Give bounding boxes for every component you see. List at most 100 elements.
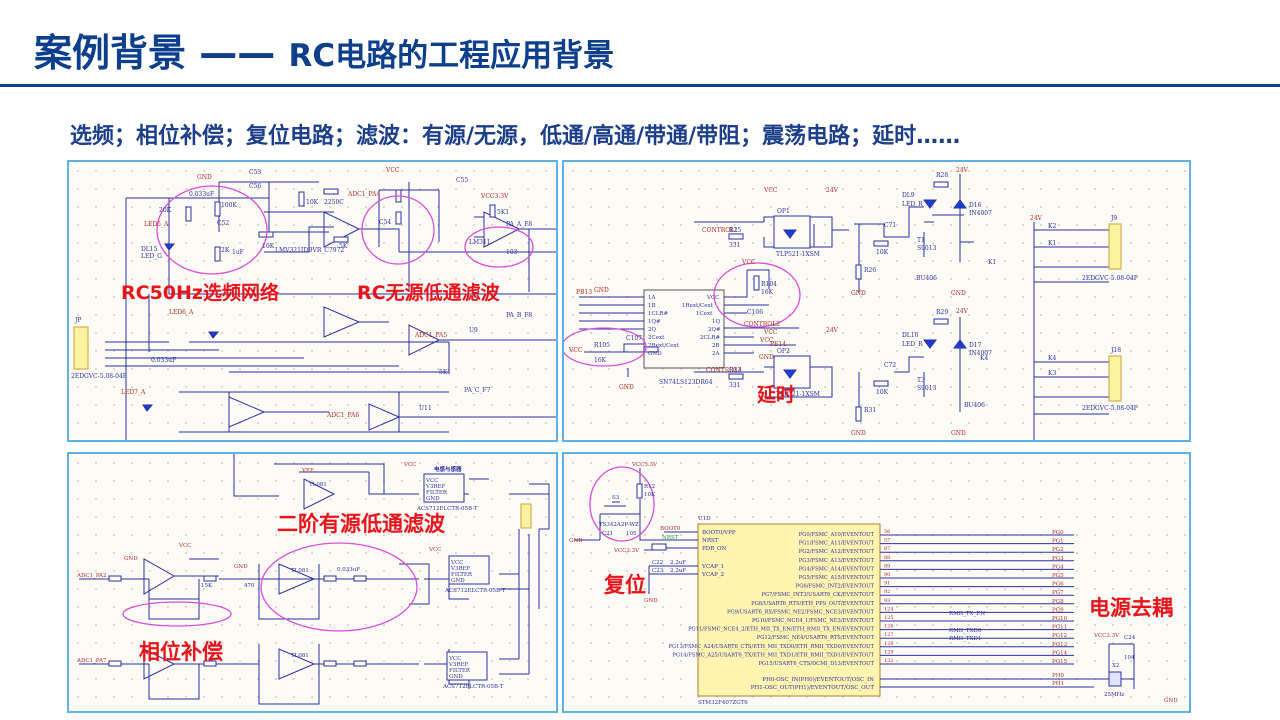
label-r12: R12 <box>644 484 655 490</box>
pin-pg12: PG12/FSMC_NE4/USART6_RTS/EVENTOUT <box>757 635 875 641</box>
resistor-r104 <box>753 275 760 291</box>
net-labels: PB13 GND VCC VCC CONTROL2 VCC PE14 GND G… <box>568 167 1043 437</box>
title-underline <box>0 84 1280 87</box>
pin-pg4: PG4/FSMC_A14/EVENTOUT <box>799 566 875 572</box>
label-pa-c-out: PA_C_F7 <box>464 387 491 394</box>
pin-pg10: PG10/FSMC_NCE4_1/FSMC_NE3/EVENTOUT <box>752 618 875 624</box>
label-tl081-2: TL081 <box>291 653 309 659</box>
pin-number: 129 <box>884 649 894 655</box>
annotation-rc-passive-lowpass: RC无源低通滤波 <box>357 282 500 304</box>
ic-sn74ls123 <box>643 289 725 369</box>
net-pg8: PG8 <box>1052 599 1064 605</box>
net-pg12: PG12 <box>1052 633 1067 639</box>
annotation-second-order-active-lowpass: 二阶有源低通滤波 <box>277 512 445 536</box>
highlight-r104-c106 <box>713 262 801 328</box>
label-led-r-1: LED_R <box>902 201 923 208</box>
label-24v-bus: 24V <box>1030 215 1043 222</box>
ic3-pin-vref: V3REF <box>448 662 469 668</box>
net-pg4: PG4 <box>1052 564 1064 570</box>
label-pe14: PE14 <box>770 341 786 348</box>
crystal-wires <box>880 643 1135 689</box>
label-c55: C55 <box>456 177 468 184</box>
label-u9: U9 <box>469 327 478 334</box>
label-u11: U11 <box>419 405 432 412</box>
label-ic2-part: ACS712ELCTR-05B-T <box>444 588 506 594</box>
label-d17: D17 <box>969 342 982 349</box>
resistor-r29 <box>933 318 949 325</box>
label-bu406-2: BU406 <box>964 402 985 409</box>
pin-number: 57 <box>884 538 890 544</box>
pin-vcc: VCC <box>706 295 719 301</box>
highlight-ellipses <box>156 185 534 275</box>
label-gnd-1: GND <box>569 538 583 544</box>
label-in4007-1: IN4007 <box>969 210 992 217</box>
label-gnd-1: GND <box>124 556 138 562</box>
resistor-r85 <box>395 211 402 225</box>
label-control4: CONTROL4 <box>706 367 742 374</box>
pin-2qn: 2Q# <box>708 327 721 333</box>
components <box>643 181 1122 422</box>
label-led5: LED5_A <box>144 221 169 228</box>
label-gnd-3: GND <box>619 384 634 391</box>
label-r32-value: 331 <box>729 382 740 389</box>
pin-gnd: GND <box>648 351 662 357</box>
label-gnd-3: GND <box>1164 698 1178 704</box>
label-t3: T3 <box>917 377 925 384</box>
switch-s3 <box>604 501 626 507</box>
highlight-phase-comp <box>122 601 232 627</box>
panel-delay-relay-schematic: 1A 1B 1CLR# 1Q# 2Q 2Cext 2Rext/Cext GND … <box>562 160 1191 442</box>
label-vcc-3: VCC <box>403 462 416 468</box>
label-led6: LED6_A <box>169 309 194 316</box>
label-tlp-1: TLP521-1XSM <box>776 251 820 258</box>
label-led7: LED7_A <box>121 389 146 396</box>
ic3-pin-vcc: VCC <box>448 656 461 662</box>
pin-pg5: PG5/FSMC_A15/EVENTOUT <box>799 575 875 581</box>
led-dl9 <box>923 199 937 209</box>
ic1-pin-gnd: GND <box>426 496 440 502</box>
led-dl17 <box>142 404 154 412</box>
highlight-lowpass-rc <box>361 195 435 265</box>
net-pg13: PG13 <box>1052 642 1068 648</box>
label-ic1-part: ACS712ELCTR-05B-T <box>416 506 478 512</box>
label-rmii-txd1: RMII_TXD1 <box>949 636 981 642</box>
pin-number: 132 <box>884 658 894 664</box>
slide-title: 案例背景 —— RC电路的工程应用背景 <box>34 22 614 77</box>
label-led-r-2: LED_R <box>902 341 923 348</box>
ic-acs712-3 <box>446 651 488 681</box>
label-gnd-2: GND <box>644 598 658 604</box>
label-gnd-t2: GND <box>951 290 966 297</box>
label-s9013-1: S9013 <box>917 245 937 252</box>
label-rmii-tx-en: RMII_TX_EN <box>949 611 985 617</box>
label-c23-value: 2.2uF <box>670 568 686 574</box>
op2-led <box>783 369 797 379</box>
highlight-50hz-network <box>156 185 268 275</box>
label-r61: 5K1 <box>497 209 509 216</box>
pin-number: 127 <box>884 632 894 638</box>
label-lmv321: LMV321IDBVR_C7972 <box>275 247 344 254</box>
label-24v-op2: 24V <box>826 327 839 334</box>
resistor-r27 <box>873 240 889 247</box>
label-dl10: DL10 <box>902 332 919 339</box>
net-labels: GND VCC VCC3.3V ADC1_PA4 LED5_A LED6_A L… <box>121 167 509 419</box>
label-ph1: PH1 <box>1052 681 1064 687</box>
label-c24-value: 104 <box>1124 655 1135 661</box>
net-pg5: PG5 <box>1052 573 1064 579</box>
label-gnd-r26: GND <box>851 290 866 297</box>
label-gnd: GND <box>197 174 212 181</box>
resistor-r28 <box>933 181 949 188</box>
label-adc-pa2: ADC1_PA2 <box>76 573 107 579</box>
pin-number: 87 <box>884 546 890 552</box>
label-ph0: PH0 <box>1052 673 1064 679</box>
label-pa-b-out: PA_B_F8 <box>506 312 532 319</box>
part-labels: C53 C56 0.033uF 100K 20K C52 2K 1uF 10K … <box>71 169 532 412</box>
label-c21: C21 <box>602 531 613 537</box>
label-r25: R25 <box>729 227 741 234</box>
label-k3: K3 <box>1048 370 1056 377</box>
annotation-power-decoupling: 电源去耦 <box>1089 596 1173 620</box>
pin-pg13: PG13/FSMC_A24/USART6_CTS/ETH_MII_TXD0/ET… <box>669 644 875 650</box>
label-r88: 100K <box>221 202 237 209</box>
net-pg14: PG14 <box>1052 650 1068 656</box>
ic2-pin-filter: FILTER <box>451 572 473 578</box>
label-c54: C54 <box>379 219 391 226</box>
